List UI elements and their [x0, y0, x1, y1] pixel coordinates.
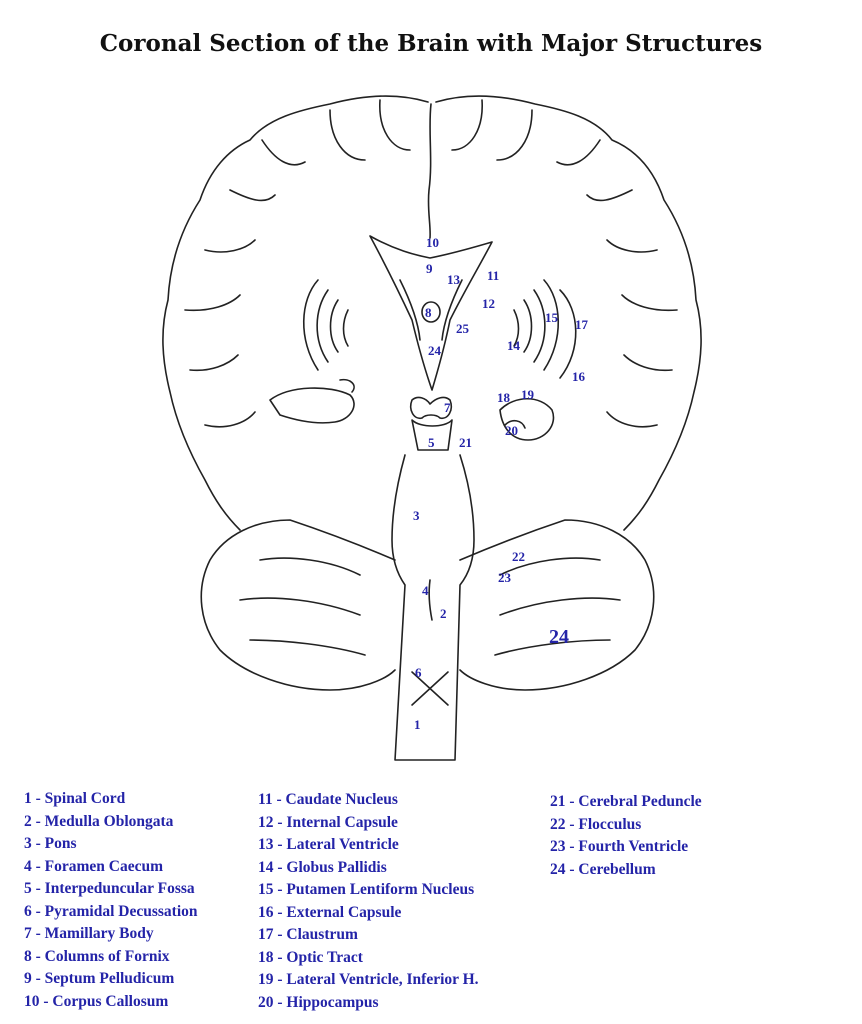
legend-item: 17 - Claustrum	[258, 926, 358, 943]
label-17: 17	[575, 317, 589, 332]
legend-item: 20 - Hippocampus	[258, 993, 379, 1011]
legend-item: 10 - Corpus Callosum	[24, 992, 169, 1010]
legend-item: 14 - Globus Pallidis	[258, 858, 387, 876]
legend-item: 18 - Optic Tract	[258, 948, 363, 966]
legend-item: 5 - Interpeduncular Fossa	[24, 880, 195, 897]
corpus-callosum	[369, 235, 493, 391]
label-14: 14	[507, 338, 521, 353]
legend-item: 21 - Cerebral Peduncle	[550, 793, 702, 810]
label-6: 6	[415, 665, 422, 680]
cerebrum-outline	[162, 95, 429, 531]
legend-column-3: 21 - Cerebral Peduncle 22 - Flocculus 23…	[550, 791, 702, 881]
legend-item: 3 - Pons	[24, 835, 77, 852]
label-16: 16	[572, 369, 586, 384]
legend-item: 22 - Flocculus	[550, 815, 642, 833]
cerebellum-right	[459, 519, 655, 691]
legend-item: 6 - Pyramidal Decussation	[24, 902, 198, 920]
label-18: 18	[497, 390, 511, 405]
label-3: 3	[413, 508, 420, 523]
longitudinal-fissure	[427, 103, 432, 239]
legend-item: 12 - Internal Capsule	[258, 813, 398, 831]
legend-item: 13 - Lateral Ventricle	[258, 836, 399, 853]
brainstem-outline	[391, 454, 475, 761]
label-4: 4	[422, 583, 429, 598]
legend-column-1: 1 - Spinal Cord 2 - Medulla Oblongata 3 …	[24, 788, 198, 1013]
legend-item: 9 - Septum Pelludicum	[24, 970, 175, 987]
label-15: 15	[545, 310, 559, 325]
legend-item: 4 - Foramen Caecum	[24, 857, 164, 875]
figure-title: Coronal Section of the Brain with Major …	[99, 30, 763, 57]
label-25: 25	[456, 321, 470, 336]
label-22: 22	[512, 549, 525, 564]
legend-item: 23 - Fourth Ventricle	[550, 838, 689, 855]
label-9: 9	[426, 261, 433, 276]
legend-item: 1 - Spinal Cord	[24, 790, 126, 807]
label-24-large: 24	[549, 626, 569, 648]
legend-item: 16 - External Capsule	[258, 903, 402, 921]
label-7: 7	[444, 400, 451, 415]
label-23: 23	[498, 570, 512, 585]
label-12: 12	[482, 296, 495, 311]
legend-column-2: 11 - Caudate Nucleus 12 - Internal Capsu…	[258, 789, 479, 1014]
label-13: 13	[447, 272, 461, 287]
legend-item: 24 - Cerebellum	[550, 860, 656, 878]
label-10: 10	[426, 235, 439, 250]
cerebrum-outline-right	[435, 95, 702, 531]
legend-item: 7 - Mamillary Body	[24, 925, 154, 942]
label-2: 2	[440, 606, 447, 621]
legend-item: 11 - Caudate Nucleus	[258, 791, 398, 808]
label-24-small: 24	[428, 343, 442, 358]
label-20: 20	[505, 423, 518, 438]
legend-item: 8 - Columns of Fornix	[24, 947, 170, 965]
label-11: 11	[487, 268, 499, 283]
label-5: 5	[428, 435, 435, 450]
label-8: 8	[425, 305, 432, 320]
label-1: 1	[414, 717, 421, 732]
label-21: 21	[459, 435, 472, 450]
legend-item: 19 - Lateral Ventricle, Inferior H.	[258, 971, 479, 988]
cerebellum-left	[200, 519, 396, 691]
legend-item: 15 - Putamen Lentiform Nucleus	[258, 881, 475, 898]
legend-item: 2 - Medulla Oblongata	[24, 812, 174, 830]
label-19: 19	[521, 387, 535, 402]
